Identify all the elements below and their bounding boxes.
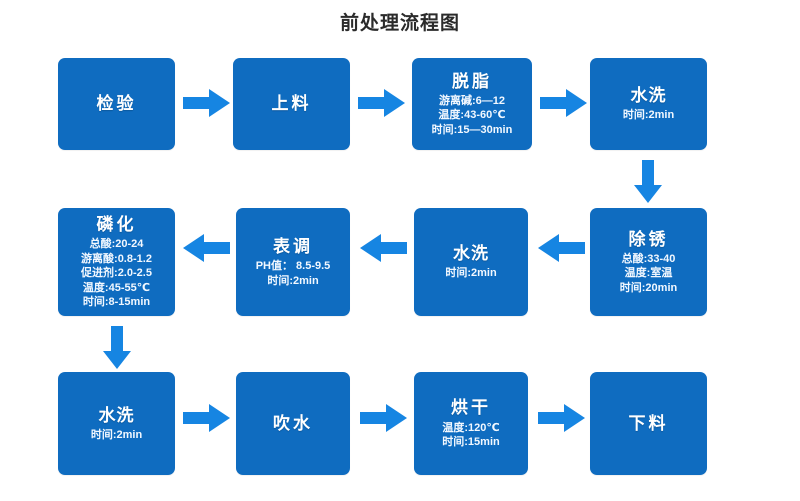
node-parameters: 时间:2min [623, 108, 674, 123]
node-water-wash-3[interactable]: 水洗 时间:2min [58, 372, 175, 475]
node-loading[interactable]: 上料 [233, 58, 350, 150]
node-title: 检验 [96, 94, 137, 114]
node-parameters: 时间:2min [445, 266, 496, 281]
connector-arrow-down [632, 160, 664, 204]
node-parameters: 温度:120℃ 时间:15min [442, 421, 499, 450]
node-title: 脱脂 [452, 71, 492, 91]
node-title: 磷化 [96, 215, 137, 235]
node-title: 吹水 [273, 413, 313, 433]
node-parameters: 总酸:20-24 游离酸:0.8-1.2 促进剂:2.0-2.5 温度:45-5… [81, 237, 152, 310]
arrow-right-icon [538, 404, 585, 432]
node-water-blow[interactable]: 吹水 [236, 372, 350, 475]
node-phosphating[interactable]: 磷化 总酸:20-24 游离酸:0.8-1.2 促进剂:2.0-2.5 温度:4… [58, 208, 175, 316]
page-title: 前处理流程图 [339, 13, 460, 34]
node-parameter-line: PH值： 8.5-9.5 [255, 260, 331, 273]
node-parameter-line: 时间:2min [90, 428, 143, 441]
arrow-down-icon [103, 326, 131, 369]
node-parameters: 总酸:33-40 温度:室温 时间:20min [620, 252, 677, 296]
arrow-right-icon [358, 89, 405, 117]
connector-arrow-down [101, 326, 133, 370]
connector-arrow-left [360, 232, 408, 264]
node-unloading[interactable]: 下料 [590, 372, 707, 475]
node-parameter-line: 温度:45-55℃ [82, 281, 151, 294]
node-derusting[interactable]: 除锈 总酸:33-40 温度:室温 时间:20min [590, 208, 707, 316]
arrow-right-icon [183, 404, 230, 432]
node-parameter-line: 温度:43-60℃ [438, 109, 506, 122]
node-title: 下料 [628, 413, 669, 433]
node-parameter-line: 促进剂:2.0-2.5 [81, 267, 152, 280]
connector-arrow-right [183, 402, 231, 434]
connector-arrow-left [183, 232, 231, 264]
node-parameters: 游离碱:6—12 温度:43-60℃ 时间:15—30min [432, 94, 513, 138]
node-title: 水洗 [630, 86, 667, 106]
node-parameter-line: 时间:20min [619, 281, 678, 294]
node-parameter-line: 时间:2min [622, 109, 675, 122]
node-title: 水洗 [98, 405, 135, 425]
connector-arrow-right [538, 402, 586, 434]
node-water-wash-1[interactable]: 水洗 时间:2min [590, 58, 707, 150]
node-water-wash-2[interactable]: 水洗 时间:2min [414, 208, 528, 316]
node-title: 除锈 [628, 229, 669, 249]
node-parameter-line: 温度:室温 [624, 267, 673, 280]
connector-arrow-right [360, 402, 408, 434]
node-parameter-line: 游离酸:0.8-1.2 [81, 252, 152, 265]
node-parameter-line: 时间:15min [442, 436, 500, 449]
node-parameters: 时间:2min [91, 428, 142, 443]
arrow-right-icon [540, 89, 587, 117]
node-parameter-line: 总酸:20-24 [89, 238, 144, 251]
arrow-down-icon [634, 160, 662, 203]
node-parameter-line: 温度:120℃ [442, 421, 500, 434]
node-drying[interactable]: 烘干 温度:120℃ 时间:15min [414, 372, 528, 475]
node-title: 表调 [273, 236, 313, 256]
node-title: 上料 [271, 94, 312, 114]
node-parameter-line: 游离碱:6—12 [438, 94, 505, 107]
arrow-right-icon [360, 404, 407, 432]
arrow-left-icon [538, 234, 585, 262]
node-parameter-line: 总酸:33-40 [621, 252, 676, 265]
arrow-left-icon [360, 234, 407, 262]
arrow-right-icon [183, 89, 230, 117]
arrow-left-icon [183, 234, 230, 262]
connector-arrow-right [183, 87, 231, 119]
connector-arrow-right [358, 87, 406, 119]
node-inspection[interactable]: 检验 [58, 58, 175, 150]
node-title: 烘干 [451, 398, 491, 418]
node-title: 水洗 [453, 244, 489, 264]
node-surface-conditioning[interactable]: 表调 PH值： 8.5-9.5 时间:2min [236, 208, 350, 316]
node-parameter-line: 时间:2min [267, 274, 319, 287]
node-parameter-line: 时间:15—30min [431, 123, 513, 136]
node-parameters: PH值： 8.5-9.5 时间:2min [256, 259, 331, 288]
connector-arrow-left [538, 232, 586, 264]
node-parameter-line: 时间:2min [445, 267, 497, 280]
node-degreasing[interactable]: 脱脂 游离碱:6—12 温度:43-60℃ 时间:15—30min [412, 58, 532, 150]
connector-arrow-right [540, 87, 588, 119]
node-parameter-line: 时间:8-15min [82, 296, 151, 309]
